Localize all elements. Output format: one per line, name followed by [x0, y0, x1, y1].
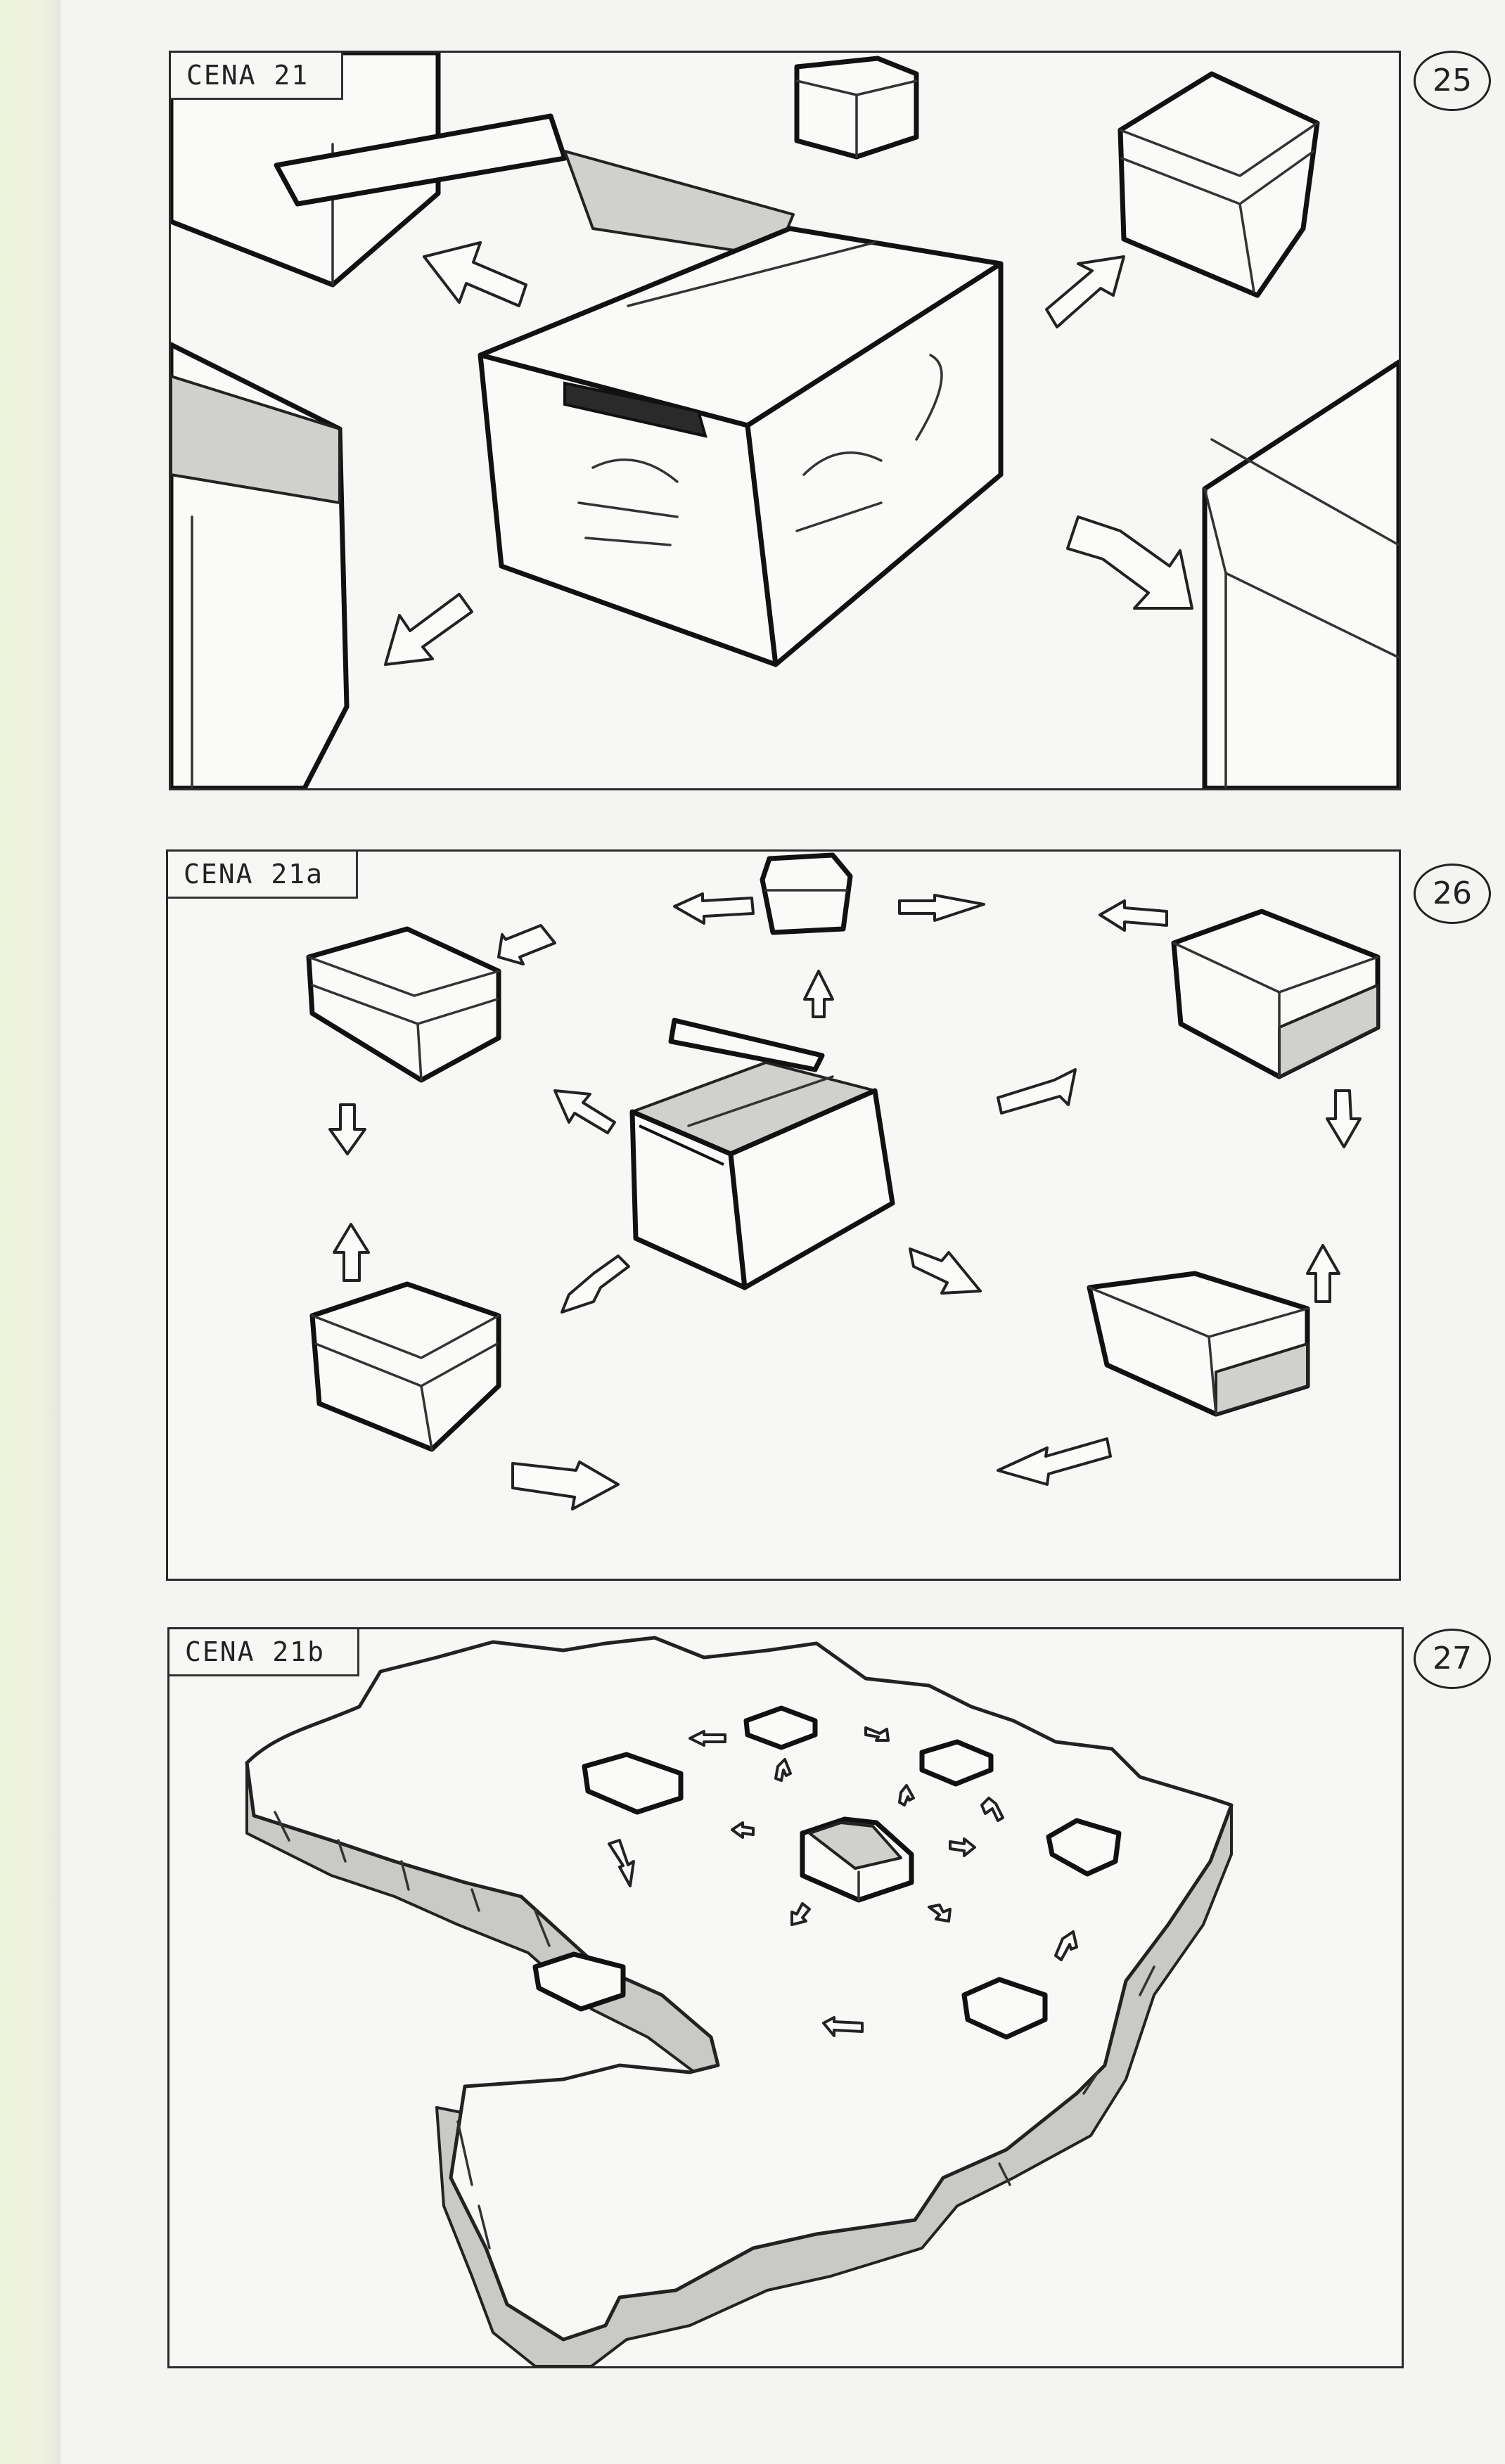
small-arrow [898, 1784, 915, 1807]
small-arrow [1054, 1930, 1078, 1961]
scene-label: CENA 21 [171, 53, 344, 100]
small-arrow [608, 1839, 635, 1887]
box-on-map [919, 1739, 994, 1787]
arrow-up-right [1045, 255, 1125, 328]
arrow-left [673, 892, 755, 925]
arrow-up-left [553, 1089, 616, 1134]
arrow-up-left [423, 241, 527, 307]
scene-label: CENA 21b [169, 1629, 360, 1676]
storyboard-panel-2: CENA 21a [166, 849, 1401, 1581]
box-on-map [532, 1951, 626, 2012]
page-number-circle: 26 [1414, 864, 1491, 924]
arrow-down-right [909, 1247, 982, 1295]
small-arrow [980, 1797, 1004, 1822]
arrow-right [497, 924, 556, 965]
storyboard-panel-1: CENA 21 [169, 51, 1401, 790]
open-carton-box [274, 113, 1004, 667]
page-number-circle: 27 [1414, 1629, 1491, 1689]
panel-1-sketch [171, 53, 1399, 788]
arrow-up [333, 1223, 370, 1282]
box-top-center [760, 852, 853, 935]
arrow-up [1306, 1244, 1340, 1303]
arrow-down [328, 1103, 366, 1155]
box-on-map [743, 1705, 818, 1750]
panel-2-sketch [306, 852, 1381, 1510]
small-box-top [794, 56, 919, 160]
small-arrow [928, 1904, 952, 1923]
arrow-right [511, 1461, 620, 1510]
arrow-up-right [997, 1068, 1077, 1115]
scene-label: CENA 21a [168, 852, 359, 899]
open-center-box [800, 1816, 914, 1903]
box-left [171, 342, 350, 788]
small-arrow [822, 2016, 864, 2037]
box-top-right [1117, 71, 1320, 298]
box-top-left [306, 926, 501, 1083]
small-arrow [790, 1902, 811, 1926]
arrow-up [803, 970, 834, 1018]
box-on-map [961, 1977, 1048, 2040]
box-on-map [1046, 1818, 1122, 1877]
brazil-map-3d [245, 1636, 1234, 2366]
panel-3-sketch [245, 1636, 1234, 2366]
small-arrow [864, 1726, 890, 1742]
paper-edge [0, 0, 60, 2464]
arrow-down [1326, 1089, 1362, 1148]
storyboard-panel-3: CENA 21b [167, 1627, 1404, 2368]
box-on-map [582, 1752, 684, 1815]
open-center-box [629, 1018, 895, 1290]
box-right [1202, 359, 1399, 788]
box-bottom-left [309, 1281, 501, 1452]
box-bottom-right [1087, 1271, 1310, 1417]
small-arrow [689, 1730, 726, 1747]
arrow-left [997, 1437, 1112, 1486]
small-arrow [731, 1821, 755, 1839]
arrow-down-left [384, 593, 473, 666]
box-top-right [1171, 909, 1381, 1079]
small-arrow [949, 1837, 976, 1857]
arrow-down-right [1066, 515, 1193, 610]
arrow-down-left [561, 1255, 630, 1314]
arrow-right [898, 894, 985, 922]
page-number-circle: 25 [1414, 51, 1491, 111]
small-arrow [774, 1758, 792, 1782]
arrow-left [1099, 899, 1168, 932]
